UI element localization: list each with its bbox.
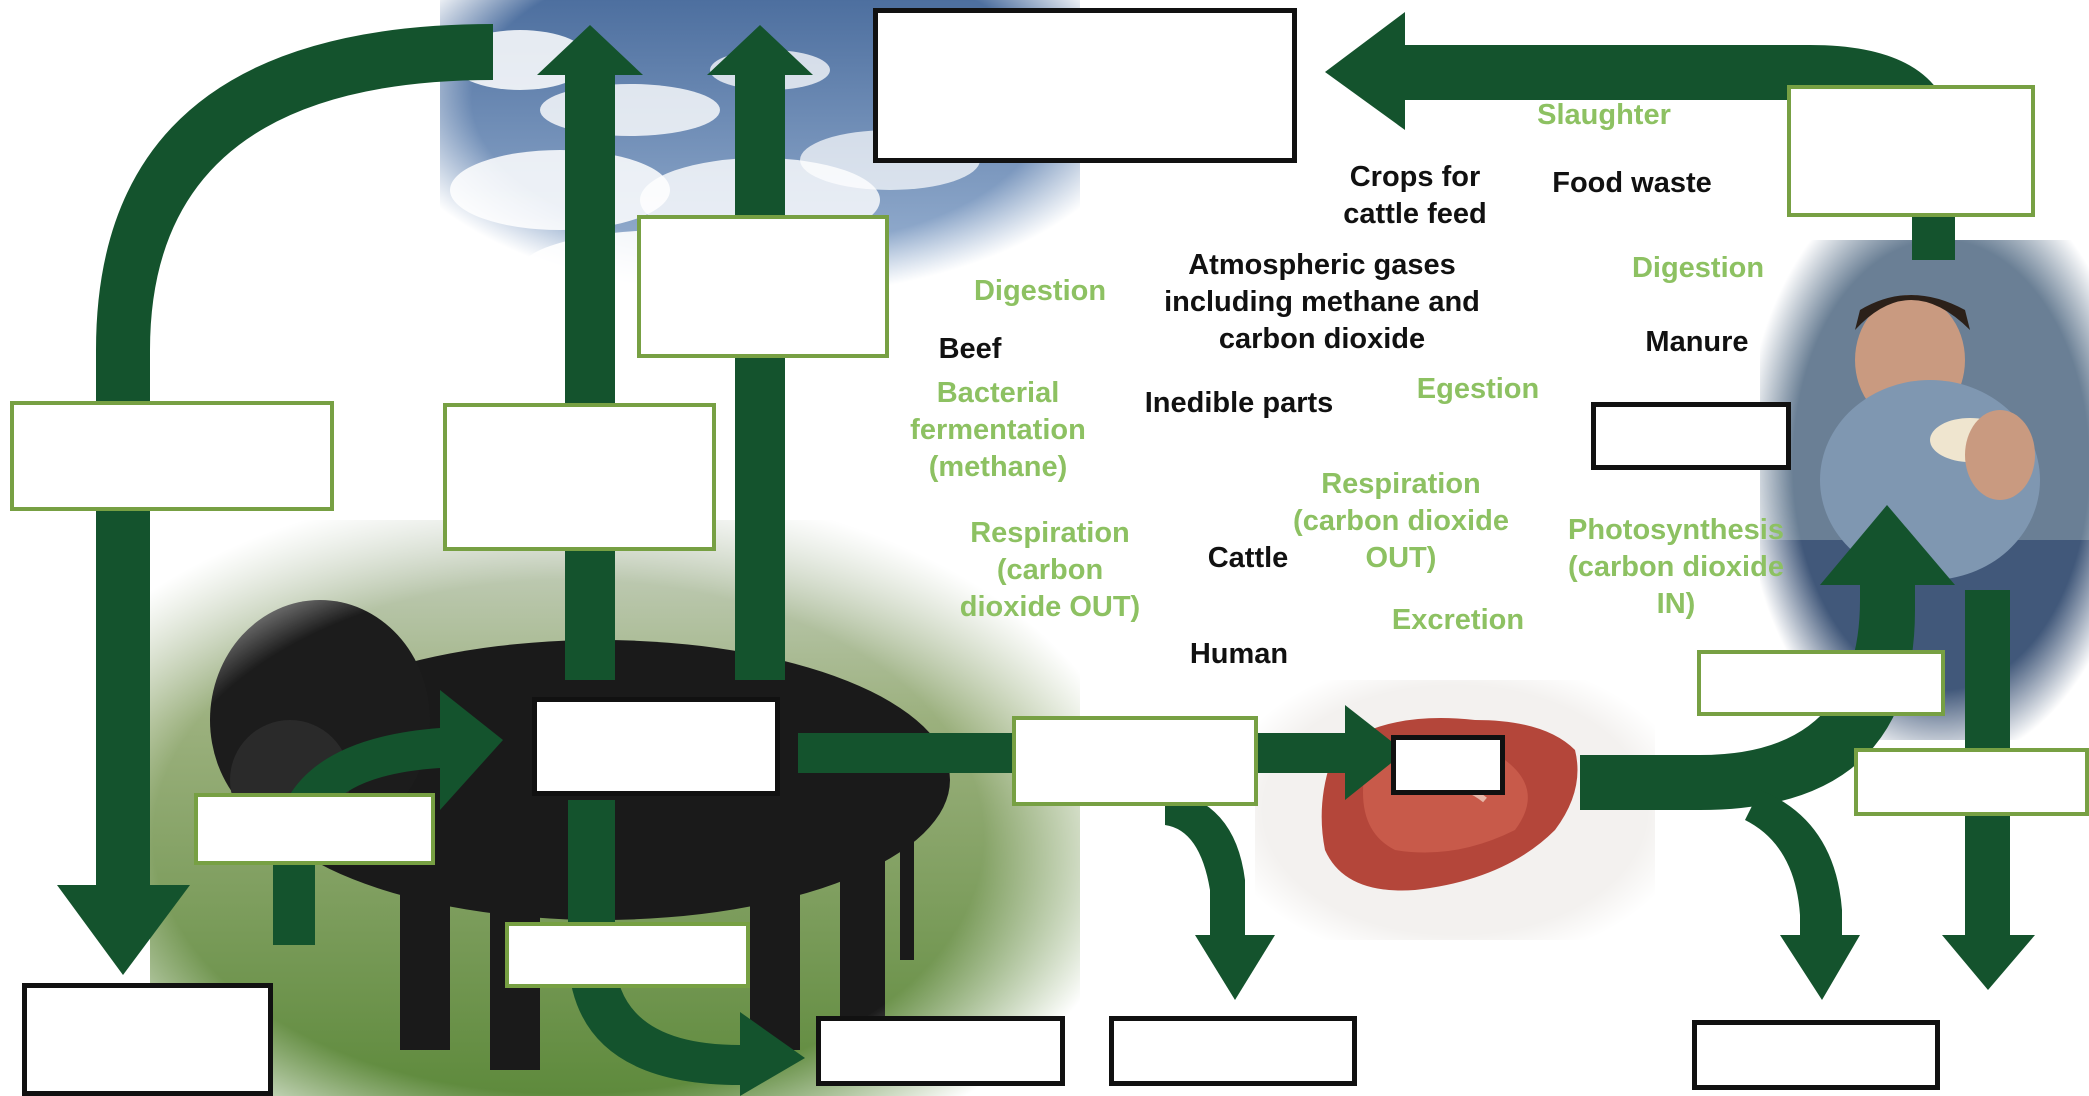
steak-to-man-head: [1820, 505, 1955, 585]
label-food-waste[interactable]: Food waste: [1552, 167, 1712, 199]
left-arrow-head: [57, 885, 190, 975]
up-arrow-2-head: [707, 25, 813, 75]
man-down-head: [1942, 935, 2035, 990]
bottom-center-left-green-box[interactable]: [505, 922, 750, 988]
label-manure[interactable]: Manure: [1645, 326, 1749, 358]
atmosphere-box[interactable]: [873, 8, 1297, 163]
bottom-center-box-1[interactable]: [816, 1016, 1065, 1086]
label-atmospheric[interactable]: Atmospheric gases including methane and …: [1164, 249, 1480, 355]
cattle-down-curve: [568, 800, 740, 1085]
beef-down-head: [1195, 935, 1275, 1000]
cattle-in-curve: [273, 728, 440, 945]
steak-branch-curve: [1745, 790, 1842, 945]
right-small-box[interactable]: [1591, 402, 1791, 470]
center-top-green-box[interactable]: [637, 215, 889, 358]
top-right-green-box[interactable]: [1787, 85, 2035, 217]
cattle-box[interactable]: [532, 697, 780, 796]
cattle-down-head: [740, 1012, 805, 1096]
label-inedible[interactable]: Inedible parts: [1144, 387, 1334, 419]
far-right-green-box[interactable]: [1854, 748, 2089, 816]
steak-to-man-curve: [1580, 585, 1915, 810]
left-curve-arrow: [96, 24, 493, 885]
bottom-center-box-2[interactable]: [1109, 1016, 1357, 1086]
label-egestion[interactable]: Egestion: [1416, 373, 1540, 405]
man-lower-green-box[interactable]: [1697, 650, 1945, 716]
label-respiration-right[interactable]: Respiration (carbon dioxide OUT): [1293, 468, 1509, 574]
cattle-to-beef-head: [1345, 705, 1405, 800]
top-right-arrow-head: [1325, 12, 1405, 130]
bottom-right-box[interactable]: [1692, 1020, 1940, 1090]
cattle-in-head: [440, 690, 503, 810]
label-respiration-left[interactable]: Respiration (carbon dioxide OUT): [959, 517, 1141, 623]
up-arrow-2-shaft: [735, 70, 785, 680]
label-slaughter[interactable]: Slaughter: [1537, 99, 1671, 131]
label-beef[interactable]: Beef: [938, 333, 1002, 365]
left-green-box[interactable]: [10, 401, 334, 511]
steak-branch-head: [1780, 935, 1860, 1000]
label-excretion[interactable]: Excretion: [1391, 604, 1525, 636]
steak-box[interactable]: [1391, 735, 1505, 795]
label-photosynthesis[interactable]: Photosynthesis (carbon dioxide IN): [1568, 514, 1784, 620]
up-arrow-1-shaft: [565, 70, 615, 680]
label-human[interactable]: Human: [1189, 638, 1289, 670]
label-digestion-right[interactable]: Digestion: [1631, 252, 1765, 284]
beef-down-curve: [1165, 790, 1245, 940]
bottom-left-box[interactable]: [22, 983, 273, 1096]
bottom-left-green-box[interactable]: [194, 793, 435, 865]
middle-green-box[interactable]: [1012, 716, 1258, 806]
label-digestion-left[interactable]: Digestion: [973, 275, 1107, 307]
label-crops[interactable]: Crops for cattle feed: [1343, 161, 1487, 230]
up-arrow-1-head: [537, 25, 643, 75]
label-bacterial[interactable]: Bacterial fermentation (methane): [910, 377, 1086, 483]
label-cattle[interactable]: Cattle: [1207, 542, 1289, 574]
center-left-green-box[interactable]: [443, 403, 716, 551]
